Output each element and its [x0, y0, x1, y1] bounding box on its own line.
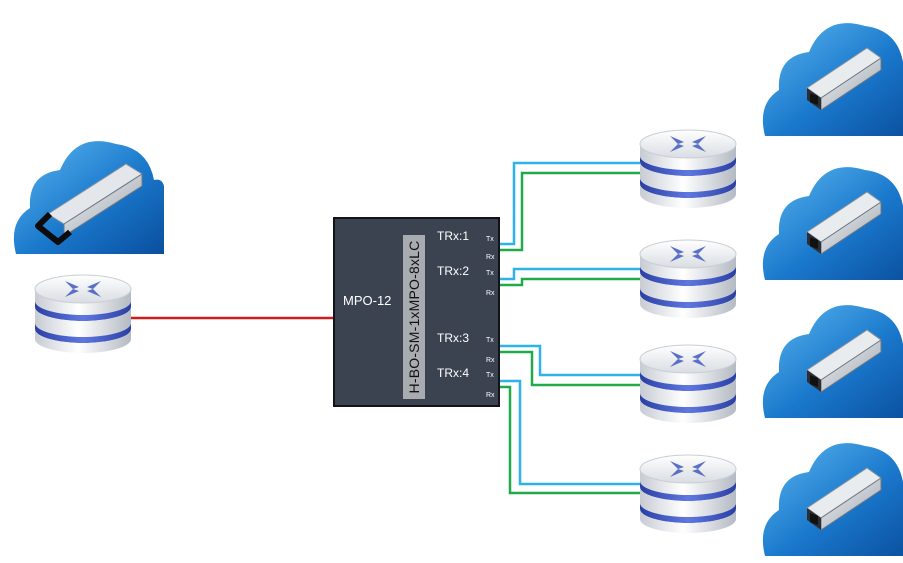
- trx-4-tx-label: Tx: [486, 372, 494, 379]
- trx-1-label: TRx:1: [437, 229, 470, 243]
- router-icon: [34, 274, 132, 354]
- sfp-transceiver-cloud-icon: [762, 443, 903, 556]
- trx-2-label: TRx:2: [437, 264, 470, 278]
- external-fibers: [498, 161, 640, 495]
- mpo-port-label: MPO-12: [343, 293, 392, 308]
- trx-4-rx-label: Rx: [486, 392, 495, 399]
- sfp-transceiver-cloud-icon: [762, 23, 903, 136]
- trx-2-rx-label: Rx: [486, 290, 495, 297]
- sfp-transceiver-cloud-icon: [762, 305, 903, 418]
- trx-1-tx-label: Tx: [486, 236, 494, 243]
- trx-3-tx-label: Tx: [486, 337, 494, 344]
- trx-3-label: TRx:3: [437, 331, 470, 345]
- part-number-label: H-BO-SM-1xMPO-8xLC: [406, 240, 422, 394]
- router-icon: [639, 344, 737, 424]
- router-icon: [639, 239, 737, 319]
- part-number-strip: [403, 235, 425, 399]
- trx-3-rx-label: Rx: [486, 357, 495, 364]
- router-icon: [639, 129, 737, 209]
- trx-1-rx-label: Rx: [486, 254, 495, 261]
- sfp-transceiver-cloud-icon: [762, 167, 903, 280]
- qsfp-transceiver-cloud-icon: [13, 141, 164, 254]
- router-icon: [639, 454, 737, 534]
- trx-4-label: TRx:4: [437, 366, 470, 380]
- trx-2-tx-label: Tx: [486, 270, 494, 277]
